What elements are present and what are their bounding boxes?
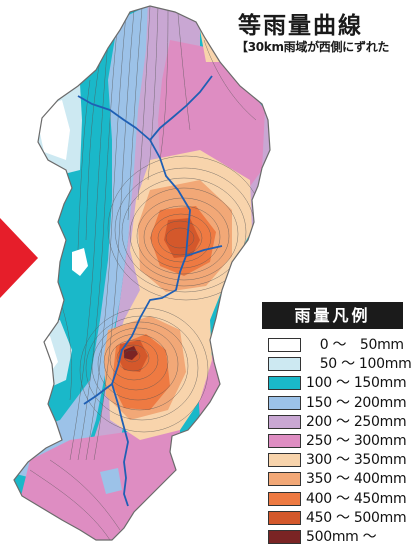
legend-item: 200 〜 250mm <box>268 413 407 431</box>
map-subtitle: 【30km雨域が西側にずれた <box>236 40 390 54</box>
prefecture-outline <box>13 5 271 541</box>
map-title: 等雨量曲線 <box>238 13 363 39</box>
legend-label: 350 〜 400mm <box>306 471 407 488</box>
rainfall-contour-map <box>13 5 271 541</box>
zone-250-300-south <box>20 430 180 540</box>
legend-item: 400 〜 450mm <box>268 490 407 508</box>
legend-item: 350 〜 400mm <box>268 470 407 488</box>
direction-arrow-icon <box>0 218 38 298</box>
contour-lines <box>29 6 265 540</box>
legend-label: 450 〜 500mm <box>306 509 407 526</box>
tributary-south <box>83 383 113 405</box>
legend-label: 150 〜 200mm <box>306 394 407 411</box>
zone-50-100-west-mid <box>14 320 72 392</box>
legend-item: 100 〜 150mm <box>268 374 407 392</box>
legend-label: 400 〜 450mm <box>306 490 407 507</box>
legend-swatch <box>268 338 301 352</box>
legend-item: 50 〜 100mm <box>268 355 411 373</box>
rainfall-legend: 雨量凡例 0 〜 50mm 50 〜 100mm 100 〜 150mm 150 〜… <box>262 302 411 546</box>
legend-swatch <box>268 472 301 487</box>
legend-item: 300 〜 350mm <box>268 451 407 469</box>
legend-label: 200 〜 250mm <box>306 413 407 430</box>
legend-swatch <box>268 530 301 544</box>
zone-150-200-pocket <box>100 468 122 494</box>
legend-swatch <box>268 395 301 410</box>
zone-0-50-west-mid <box>14 336 58 378</box>
legend-item: 500mm 〜 <box>268 528 403 546</box>
legend-swatch <box>268 510 301 525</box>
legend-swatch <box>268 414 301 429</box>
legend-swatch <box>268 453 301 468</box>
zone-0-50-west-pocket <box>72 248 88 276</box>
legend-item: 150 〜 200mm <box>268 394 407 412</box>
legend-swatch <box>268 376 301 391</box>
legend-label: 50 〜 100mm <box>306 356 411 373</box>
tributary-north <box>149 75 213 141</box>
legend-label: 250 〜 300mm <box>306 433 407 449</box>
zone-450-500-north <box>164 218 200 258</box>
legend-item: 450 〜 500mm <box>268 509 407 527</box>
main-river <box>77 95 191 507</box>
legend-item: 0 〜 50mm <box>268 336 404 354</box>
legend-swatch <box>268 434 301 448</box>
legend-label: 100 〜 150mm <box>306 375 407 392</box>
legend-item: 250 〜 300mm <box>268 432 407 450</box>
legend-swatch <box>268 491 301 506</box>
legend-label: 0 〜 50mm <box>306 337 404 353</box>
legend-swatch <box>268 357 301 372</box>
legend-label: 300 〜 350mm <box>306 452 407 469</box>
zone-500-plus <box>124 346 138 360</box>
legend-label: 500mm 〜 <box>306 529 377 545</box>
zone-150-200-band <box>14 6 160 480</box>
legend-title: 雨量凡例 <box>262 302 403 329</box>
tributary-east <box>185 245 223 257</box>
river-network <box>77 75 223 507</box>
